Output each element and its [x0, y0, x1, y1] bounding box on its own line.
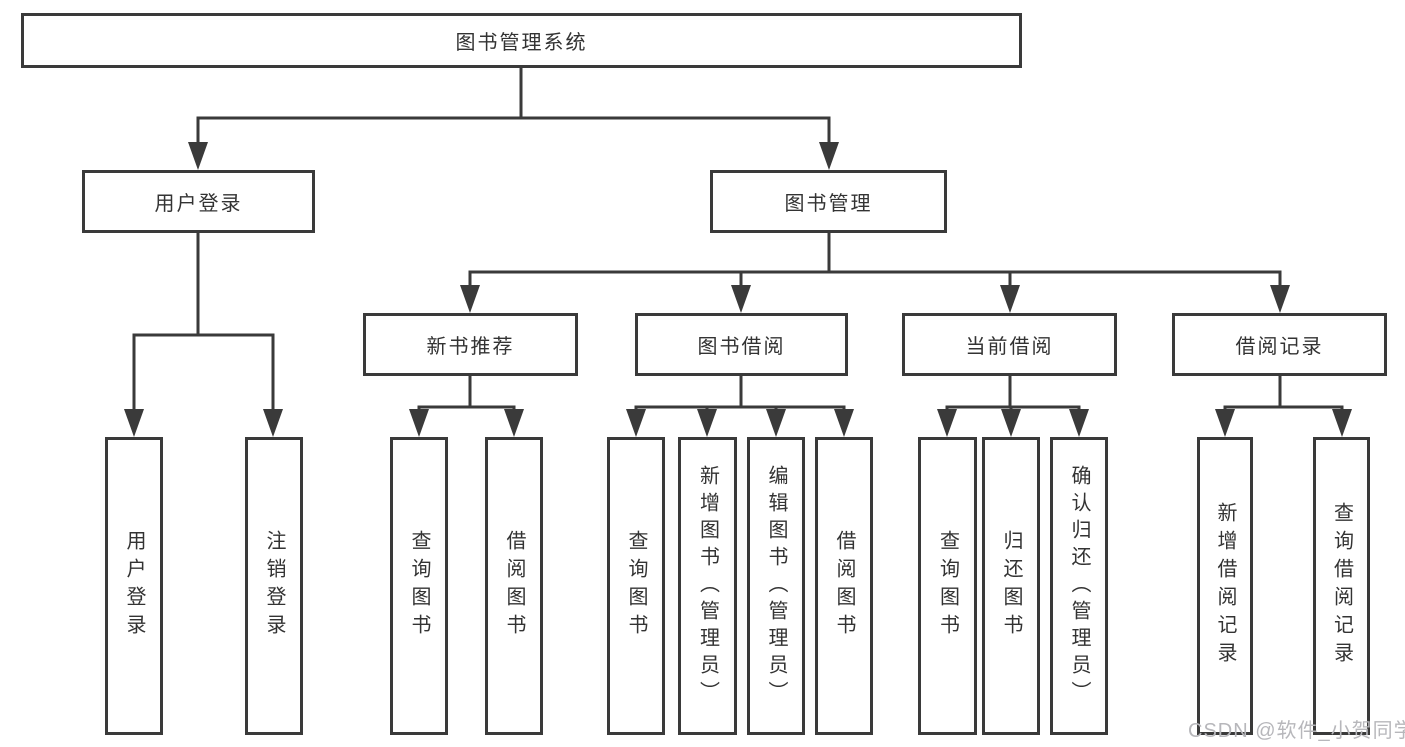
leaf-add-borrow-record: 新增借阅记录 [1197, 437, 1253, 735]
node-new-book-recommend: 新书推荐 [363, 313, 578, 376]
node-book-borrow: 图书借阅 [635, 313, 848, 376]
leaf-query-borrow-record: 查询借阅记录 [1313, 437, 1370, 735]
leaf-borrow-books: 借阅图书 [815, 437, 873, 735]
leaf-user-login: 用户登录 [105, 437, 163, 735]
node-book-management: 图书管理 [710, 170, 947, 233]
leaf-query-books-recommend: 查询图书 [390, 437, 448, 735]
node-borrow-record: 借阅记录 [1172, 313, 1387, 376]
leaf-edit-books-admin: 编辑图书（管理员） [747, 437, 805, 735]
leaf-query-books-current: 查询图书 [918, 437, 977, 735]
node-current-borrow: 当前借阅 [902, 313, 1117, 376]
leaf-logout: 注销登录 [245, 437, 303, 735]
node-user-login: 用户登录 [82, 170, 315, 233]
leaf-borrow-books-recommend: 借阅图书 [485, 437, 543, 735]
leaf-add-books-admin: 新增图书（管理员） [678, 437, 737, 735]
leaf-query-books-borrow: 查询图书 [607, 437, 665, 735]
leaf-return-books: 归还图书 [982, 437, 1040, 735]
node-library-management-system: 图书管理系统 [21, 13, 1022, 68]
leaf-confirm-return-admin: 确认归还（管理员） [1050, 437, 1108, 735]
csdn-watermark: CSDN @软件_小贺同学 [1188, 720, 1405, 742]
